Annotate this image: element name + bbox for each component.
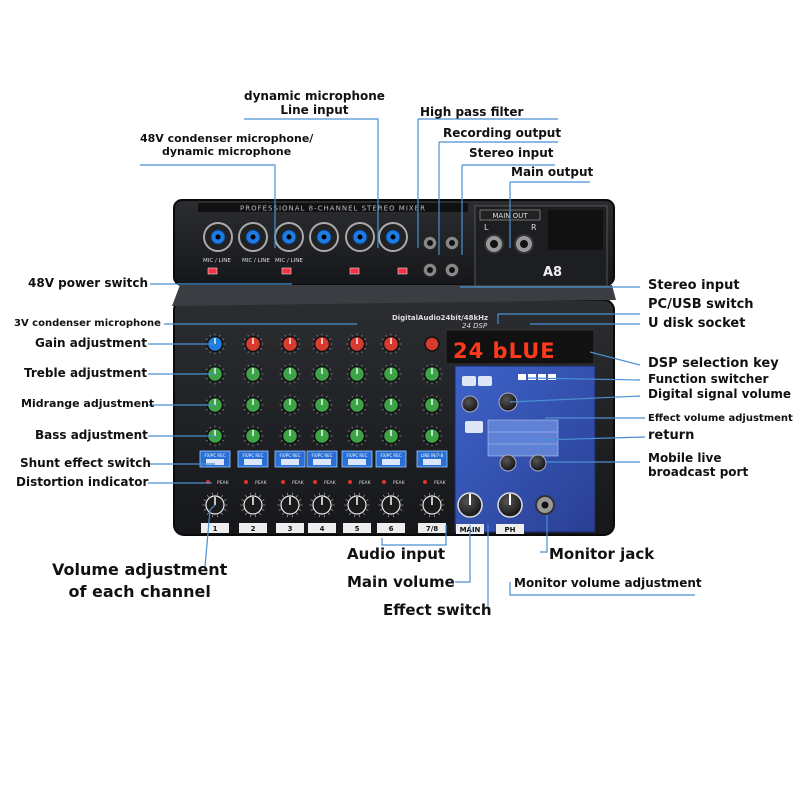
peak-led bbox=[423, 480, 427, 484]
label-shunt: Shunt effect switch bbox=[20, 457, 151, 471]
input-jack bbox=[204, 223, 232, 251]
fx-label: FX/PC REC bbox=[381, 453, 402, 458]
peak-led bbox=[313, 480, 317, 484]
small-jack bbox=[423, 236, 437, 250]
label-gain: Gain adjustment bbox=[35, 337, 147, 351]
dsp-label: 24 DSP bbox=[462, 322, 488, 330]
fx-label: FX/PC REC bbox=[347, 453, 368, 458]
fx-switch-toggle bbox=[281, 459, 299, 465]
peak-label: PEAK bbox=[324, 480, 337, 486]
fx-label: FX/PC REC bbox=[280, 453, 301, 458]
peak-label: PEAK bbox=[217, 480, 230, 486]
small-jack bbox=[445, 236, 459, 250]
fx-label: FX/PC REC bbox=[205, 453, 226, 458]
label-mobile-live: Mobile live broadcast port bbox=[648, 452, 748, 480]
label-distortion: Distortion indicator bbox=[16, 476, 148, 490]
peak-led bbox=[348, 480, 352, 484]
channel-number: 4 bbox=[320, 525, 325, 533]
input-jack bbox=[379, 223, 407, 251]
input-jack bbox=[346, 223, 374, 251]
input-jack bbox=[239, 223, 267, 251]
model-label: A8 bbox=[543, 265, 562, 280]
function-knob bbox=[462, 396, 478, 412]
input-jack bbox=[310, 223, 338, 251]
label-monitor-jack: Monitor jack bbox=[549, 546, 654, 563]
digital-audio-label: DigitalAudio24bit/48kHz bbox=[392, 314, 488, 322]
channel-number: 6 bbox=[389, 525, 394, 533]
peak-led bbox=[244, 480, 248, 484]
label-dsp-key: DSP selection key bbox=[648, 357, 779, 372]
label-effect-switch: Effect switch bbox=[383, 602, 492, 619]
label-u-disk: U disk socket bbox=[648, 317, 745, 332]
label-48v-power-switch: 48V power switch bbox=[28, 277, 148, 291]
effect-table bbox=[488, 420, 558, 456]
peak-label: PEAK bbox=[434, 480, 447, 486]
channel-number: 7/8 bbox=[426, 525, 438, 533]
label-main-volume: Main volume bbox=[347, 574, 455, 591]
label-48v-condenser: 48V condenser microphone/ dynamic microp… bbox=[140, 133, 313, 158]
main-out-r-label: R bbox=[531, 223, 537, 232]
gain-knob bbox=[425, 337, 439, 351]
phantom-switch bbox=[282, 268, 291, 274]
mic-line-label: MIC / LINE bbox=[203, 258, 231, 264]
label-digital-volume: Digital signal volume bbox=[648, 388, 791, 402]
small-jack bbox=[445, 263, 459, 277]
mic-line-label: MIC / LINE bbox=[275, 258, 303, 264]
phantom-switch bbox=[398, 268, 407, 274]
fx-switch-toggle bbox=[313, 459, 331, 465]
label-midrange: Midrange adjustment bbox=[21, 398, 154, 411]
peak-led bbox=[281, 480, 285, 484]
peak-label: PEAK bbox=[292, 480, 305, 486]
label-volume-each-channel: Volume adjustment of each channel bbox=[52, 559, 227, 602]
fx-label: FX/PC REC bbox=[312, 453, 333, 458]
input-jack bbox=[275, 223, 303, 251]
channel-number: 3 bbox=[288, 525, 293, 533]
peak-label: PEAK bbox=[255, 480, 268, 486]
main-out-l-label: L bbox=[484, 223, 489, 232]
fx-label: FX/PC REC bbox=[243, 453, 264, 458]
label-main-output: Main output bbox=[511, 166, 593, 180]
dsp-display: 24 bLUE bbox=[453, 339, 556, 363]
label-effect-volume: Effect volume adjustment bbox=[648, 413, 793, 425]
label-recording-output: Recording output bbox=[443, 127, 561, 141]
channel-number: 1 bbox=[213, 525, 218, 533]
label-bass: Bass adjustment bbox=[35, 429, 148, 443]
mic-line-label: MIC / LINE bbox=[242, 258, 270, 264]
fx-switch-toggle bbox=[348, 459, 366, 465]
label-monitor-volume: Monitor volume adjustment bbox=[514, 577, 702, 591]
channel-number: 2 bbox=[251, 525, 256, 533]
label-stereo-input-right: Stereo input bbox=[648, 279, 740, 294]
vent-grille bbox=[548, 210, 603, 250]
channel-number: 5 bbox=[355, 525, 360, 533]
label-pc-usb-switch: PC/USB switch bbox=[648, 298, 754, 313]
peak-label: PEAK bbox=[359, 480, 372, 486]
main-out-panel: MAIN OUT L R A8 bbox=[475, 206, 607, 286]
label-audio-input: Audio input bbox=[347, 546, 445, 563]
phantom-switch bbox=[208, 268, 217, 274]
label-3v-condenser: 3V condenser microphone bbox=[14, 318, 161, 330]
effect-volume-knob bbox=[500, 455, 516, 471]
label-treble: Treble adjustment bbox=[24, 367, 147, 381]
label-stereo-input-top: Stereo input bbox=[469, 147, 554, 161]
mixer-header-text: PROFESSIONAL 8-CHANNEL STEREO MIXER bbox=[240, 205, 426, 213]
return-knob bbox=[530, 455, 546, 471]
ph-knob-label: PH bbox=[505, 526, 516, 534]
label-return: return bbox=[648, 429, 694, 444]
phantom-switch bbox=[350, 268, 359, 274]
peak-label: PEAK bbox=[393, 480, 406, 486]
fx-switch-toggle bbox=[244, 459, 262, 465]
label-high-pass: High pass filter bbox=[420, 106, 523, 120]
fx-switch-toggle bbox=[382, 459, 400, 465]
peak-led bbox=[382, 480, 386, 484]
fx-label: LINE IN/7-8 bbox=[421, 453, 444, 458]
fx-switch-toggle bbox=[423, 459, 441, 465]
label-dynamic-mic: dynamic microphone Line input bbox=[244, 90, 385, 118]
label-function-switcher: Function switcher bbox=[648, 373, 768, 387]
small-jack bbox=[423, 263, 437, 277]
